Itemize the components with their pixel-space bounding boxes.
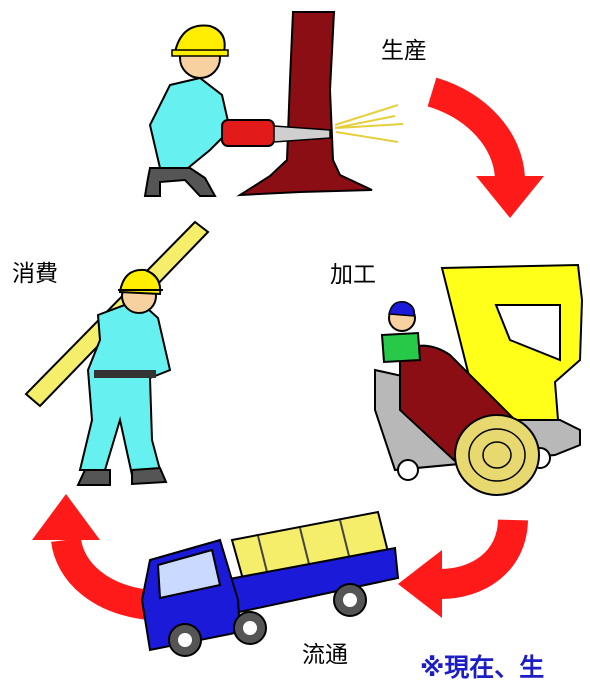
cycle-arrow-produce-to-process	[427, 77, 544, 218]
label-process: 加工	[330, 262, 376, 288]
label-distribute: 流通	[302, 642, 348, 668]
sawmill-worker-icon	[380, 301, 422, 364]
log-icon	[399, 344, 540, 496]
chainsaw-worker-icon	[143, 24, 331, 197]
lumber-carrier-icon	[24, 220, 210, 486]
tree-trunk-icon	[236, 11, 404, 197]
cycle-arrow-process-to-distribute	[398, 518, 528, 618]
cycle-arrow-distribute-to-consume	[32, 494, 152, 620]
delivery-truck-icon	[140, 510, 400, 657]
label-produce: 生産	[381, 38, 427, 64]
label-consume: 消費	[12, 261, 58, 287]
note-text: ※現在、生	[420, 653, 545, 682]
